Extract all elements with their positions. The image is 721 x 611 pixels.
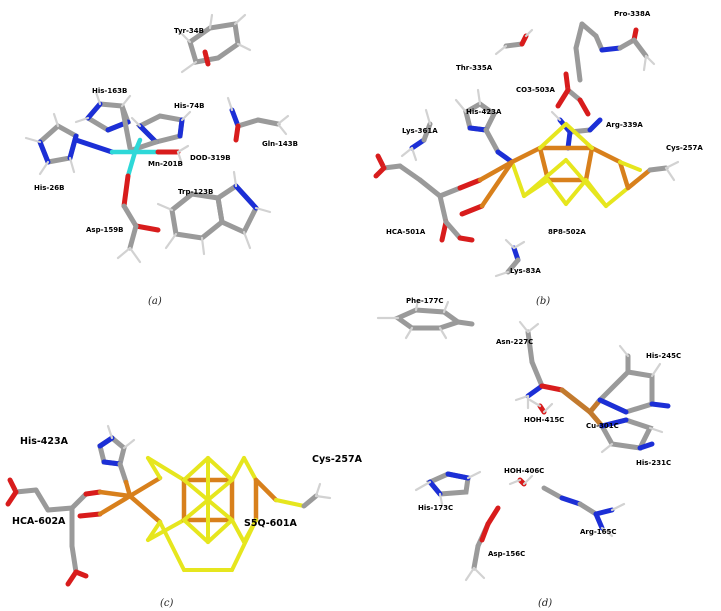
s5q-601a-cluster xyxy=(127,456,332,572)
label-his-423a: His-423A xyxy=(466,108,502,116)
label-hoh-415c: HOH-415C xyxy=(524,416,564,424)
his-423a-molecule xyxy=(454,88,515,165)
label-trp-123b: Trp-123B xyxy=(178,188,213,196)
his-173c-molecule xyxy=(414,470,482,506)
label-hca-501a: HCA-501A xyxy=(386,228,426,236)
label-gln-143b: Gln-143B xyxy=(262,140,298,148)
mn-201b-center xyxy=(109,137,190,209)
thr-335a-molecule xyxy=(494,28,534,56)
label-phe-177c: Phe-177C xyxy=(406,297,444,305)
pro-338a-molecule xyxy=(573,21,656,83)
label-asp-159b: Asp-159B xyxy=(86,226,123,234)
label-mn-201b: Mn-201B xyxy=(148,160,183,168)
label-arg-339a: Arg-339A xyxy=(606,121,643,129)
label-tyr-34b: Tyr-34B xyxy=(174,27,204,35)
phe-177c-molecule xyxy=(376,298,475,340)
panel-c: His-423A Cys-257A HCA-602A S5Q-601A (c) xyxy=(5,424,363,609)
label-arg-165c: Arg-165C xyxy=(580,528,617,536)
asp-156c-molecule xyxy=(464,505,501,582)
label-co3-503a: CO3-503A xyxy=(516,86,555,94)
label-hca-602a: HCA-602A xyxy=(12,516,66,527)
label-his-173c: His-173C xyxy=(418,504,453,512)
label-lys-361a: Lys-361A xyxy=(402,127,438,135)
caption-d: (d) xyxy=(538,598,552,609)
label-dod-319b: DOD-319B xyxy=(190,154,231,162)
label-asn-227c: Asn-227C xyxy=(496,338,533,346)
his-423a-c-molecule xyxy=(97,424,136,499)
hoh-406c-molecule xyxy=(508,474,534,487)
panel-b: Pro-338A Thr-335A CO3-503A His-423A Lys-… xyxy=(373,10,703,307)
lys-83a-molecule xyxy=(494,238,526,278)
caption-b: (b) xyxy=(536,296,550,307)
tyr-34b-molecule xyxy=(178,13,252,74)
label-his-163b: His-163B xyxy=(92,87,127,95)
label-s5q-601a: S5Q-601A xyxy=(244,518,297,529)
cu-301c-center xyxy=(559,387,605,429)
arg-165c-molecule xyxy=(541,485,626,538)
label-his-74b: His-74B xyxy=(174,102,204,110)
label-his-423a-c: His-423A xyxy=(20,436,69,447)
label-8p8-502a: 8P8-502A xyxy=(548,228,586,236)
co3-503a-molecule xyxy=(555,71,591,117)
label-hoh-406c: HOH-406C xyxy=(504,467,544,475)
asn-227c-molecule xyxy=(514,320,565,410)
his-74b-molecule xyxy=(129,110,192,153)
lys-361a-molecule xyxy=(400,108,433,162)
8p8-502a-cluster xyxy=(509,122,680,208)
panel-a: Tyr-34B His-163B His-74B Gln-143B Mn-201… xyxy=(24,13,298,307)
label-pro-338a: Pro-338A xyxy=(614,10,651,18)
his-231c-molecule xyxy=(598,417,664,454)
hca-602a-molecule xyxy=(5,477,133,587)
label-cu-301c: Cu-301C xyxy=(586,422,619,430)
caption-c: (c) xyxy=(160,598,174,609)
trp-123b-molecule xyxy=(156,170,272,256)
label-his-26b: His-26B xyxy=(34,184,64,192)
panel-d: His-245C Asn-227C Phe-177C HOH-415C Cu-3… xyxy=(376,297,681,609)
label-his-231c: His-231C xyxy=(636,459,671,467)
label-his-245c: His-245C xyxy=(646,352,681,360)
label-thr-335a: Thr-335A xyxy=(456,64,493,72)
caption-a: (a) xyxy=(148,296,162,307)
his-163b-molecule xyxy=(74,90,133,151)
his-245c-molecule xyxy=(595,344,671,415)
label-cys-257a: Cys-257A xyxy=(666,144,703,152)
label-cys-257a-c: Cys-257A xyxy=(312,454,363,465)
gln-143b-molecule xyxy=(226,96,290,143)
his-26b-molecule xyxy=(24,112,115,176)
hoh-415c-molecule xyxy=(528,398,554,415)
label-asp-156c: Asp-156C xyxy=(488,550,525,558)
label-lys-83a: Lys-83A xyxy=(510,267,541,275)
asp-159b-molecule xyxy=(116,203,161,264)
hca-501a-molecule xyxy=(373,153,515,243)
